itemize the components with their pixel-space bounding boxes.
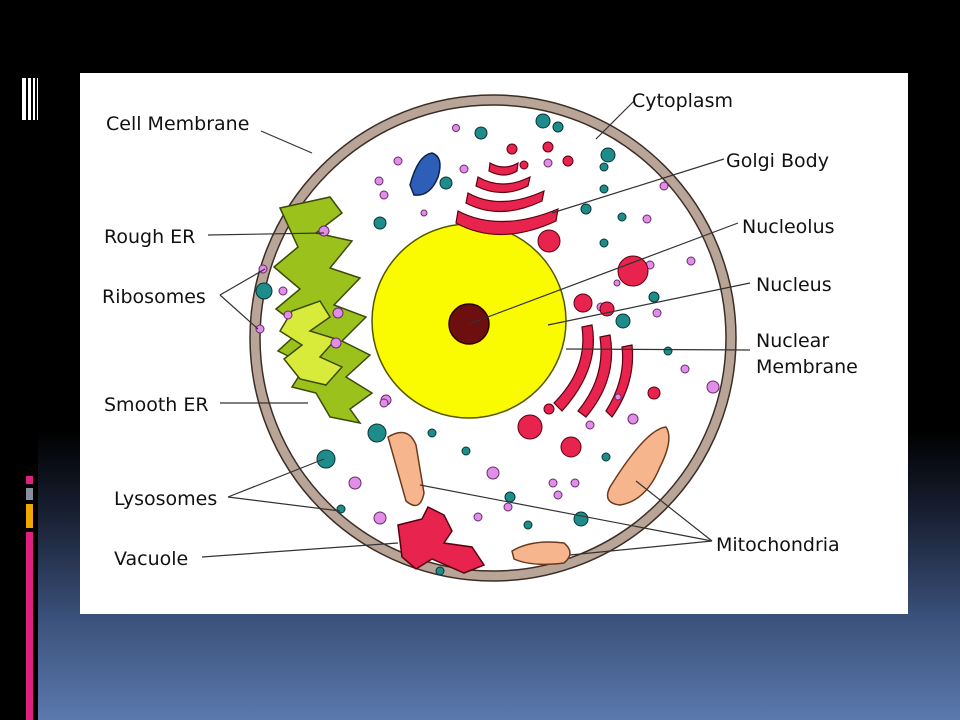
- label-smooth-er: Smooth ER: [104, 394, 209, 416]
- label-cytoplasm: Cytoplasm: [632, 90, 733, 112]
- cell-diagram-panel: Cell Membrane Cytoplasm Golgi Body Rough…: [80, 73, 908, 614]
- leader-lines: [201, 100, 751, 558]
- label-nucleus: Nucleus: [756, 274, 832, 296]
- label-ribosomes: Ribosomes: [102, 286, 206, 308]
- smooth-er: [278, 300, 344, 386]
- accent-bar-pink: [26, 532, 33, 720]
- vacuole: [397, 505, 486, 574]
- mitochondrion-2: [606, 426, 670, 506]
- animal-cell-diagram: Cell Membrane Cytoplasm Golgi Body Rough…: [102, 90, 858, 582]
- label-nuclear-membrane-line2: Membrane: [756, 356, 858, 378]
- mitochondrion-1: [387, 431, 425, 507]
- red-vesicles: [506, 141, 661, 458]
- golgi-body: [455, 161, 559, 236]
- label-cell-membrane: Cell Membrane: [106, 113, 249, 135]
- mitochondrion-3: [511, 541, 571, 566]
- red-organelle: [553, 324, 634, 418]
- blue-organelle: [409, 152, 441, 196]
- label-nucleolus: Nucleolus: [742, 216, 835, 238]
- ribosomes: [255, 124, 720, 525]
- label-rough-er: Rough ER: [104, 226, 195, 248]
- accent-bar-magenta: [26, 476, 33, 484]
- label-golgi-body: Golgi Body: [726, 150, 829, 172]
- label-mitochondria: Mitochondria: [716, 534, 840, 556]
- label-vacuole: Vacuole: [114, 548, 188, 570]
- er-ribosome-dots: [318, 225, 344, 349]
- label-nuclear-membrane-line1: Nuclear: [756, 330, 829, 352]
- accent-bar-orange: [26, 504, 33, 528]
- mitochondria: [387, 426, 670, 566]
- label-lysosomes: Lysosomes: [114, 488, 217, 510]
- accent-bar-gray: [26, 488, 33, 500]
- lysosomes: [255, 113, 673, 576]
